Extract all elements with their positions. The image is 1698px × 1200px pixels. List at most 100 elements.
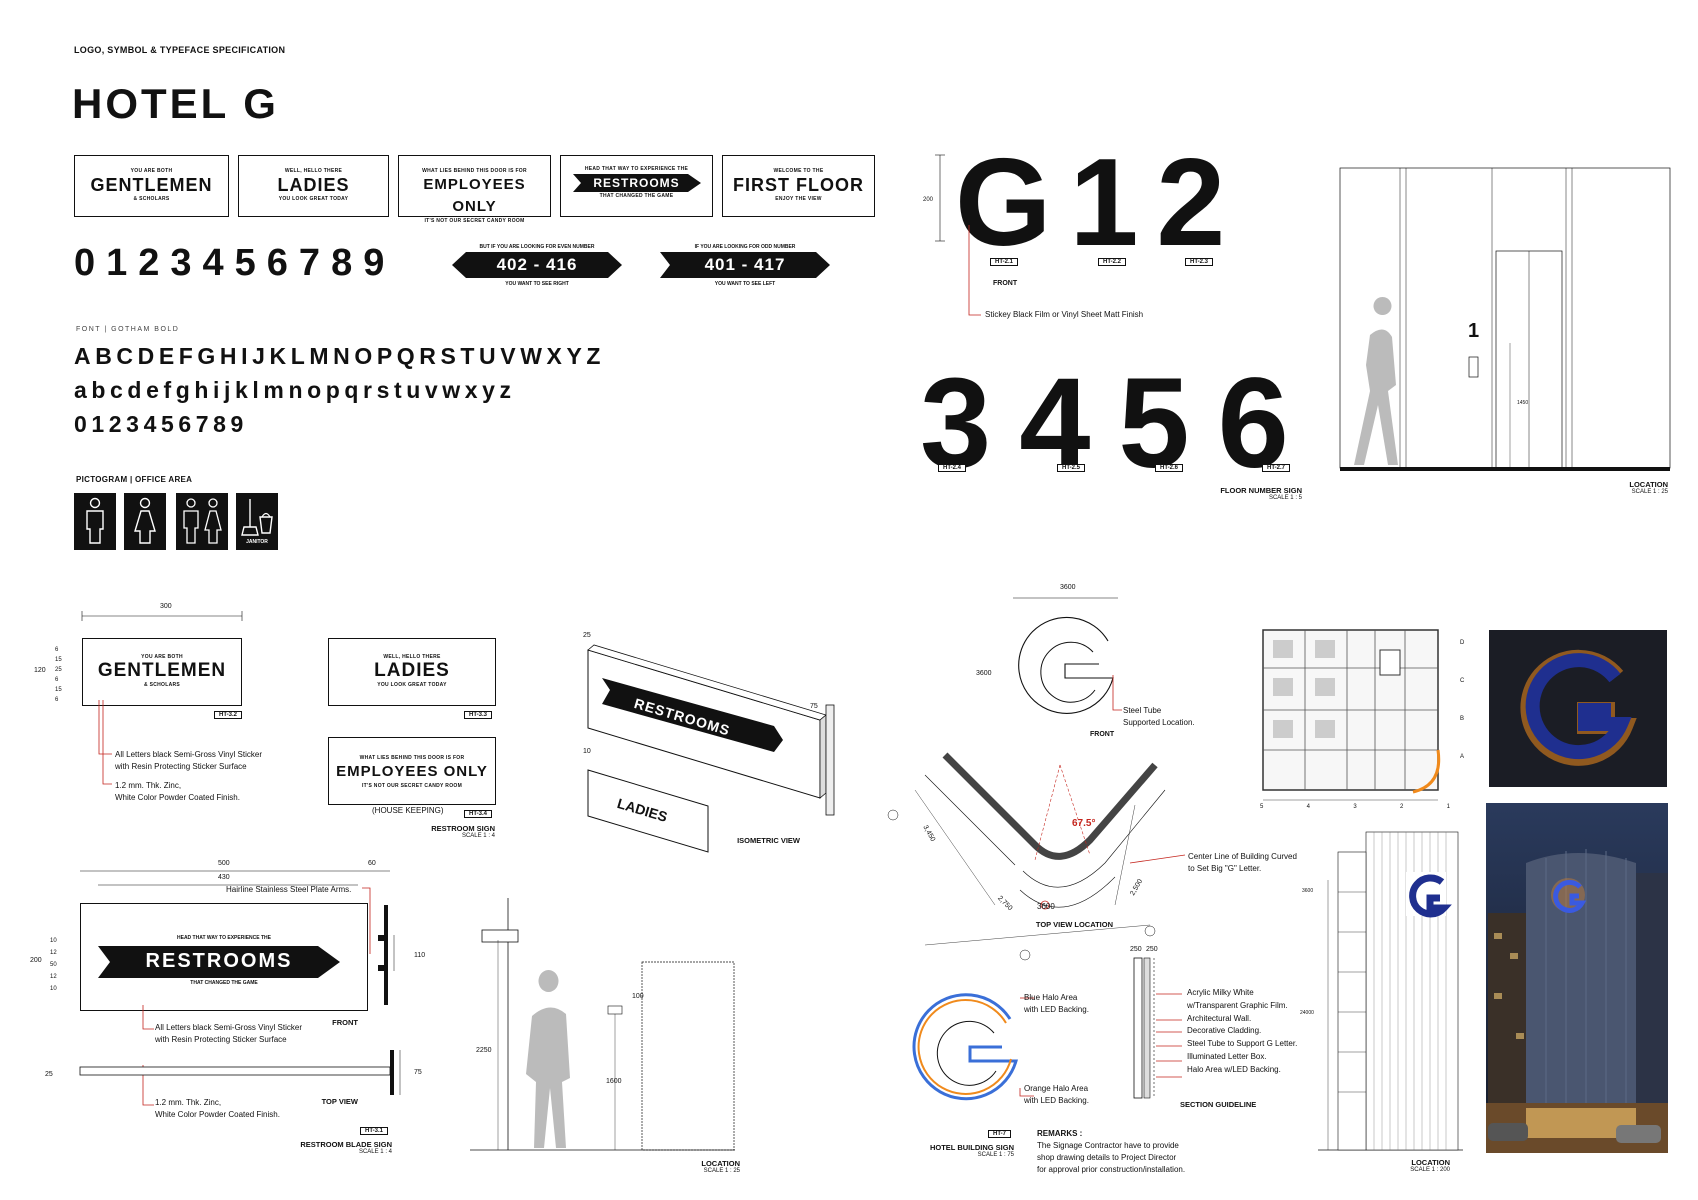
- sign-pre: WELL, HELLO THERE: [284, 168, 343, 174]
- dim-3600-bottom: 3600: [1037, 902, 1055, 911]
- halo-leaders: [1019, 997, 1034, 1097]
- female-icon: [124, 493, 166, 550]
- sheet-title: LOGO, SYMBOL & TYPEFACE SPECIFICATION: [74, 45, 286, 55]
- top-view-label: TOP VIEW: [321, 1097, 358, 1106]
- arrow-pre: IF YOU ARE LOOKING FOR ODD NUMBER: [694, 244, 796, 250]
- sign-pre: WELCOME TO THE: [773, 168, 824, 174]
- note-line: Center Line of Building Curved: [1188, 852, 1297, 861]
- blade-note-2: 1.2 mm. Thk. Zinc, White Color Powder Co…: [155, 1097, 280, 1121]
- night-render: [1486, 803, 1668, 1153]
- dim-value: 6: [55, 677, 59, 683]
- arrow-post: YOU WANT TO SEE RIGHT: [505, 281, 569, 287]
- steel-leader: [1112, 675, 1122, 711]
- arrow-shape: [572, 174, 701, 192]
- dim-value: 10: [50, 938, 57, 944]
- section-dim-2: 250: [1146, 946, 1158, 953]
- caption-title: RESTROOM BLADE SIGN: [300, 1140, 392, 1149]
- dims-left-stack: 6 15 25 6 15 6: [55, 645, 62, 705]
- grid-label: 5: [1260, 804, 1264, 810]
- section-dim-1: 250: [1130, 946, 1142, 953]
- dim-3600-top: 3600: [1060, 584, 1076, 591]
- big-g-front-label: FRONT: [1090, 731, 1115, 738]
- orange-halo-note: Orange Halo Area with LED Backing.: [1024, 1083, 1089, 1107]
- sign-pre: HEAD THAT WAY TO EXPERIENCE THE: [584, 166, 689, 172]
- front-label: FRONT: [993, 280, 1018, 287]
- halo-caption: HOTEL BUILDING SIGN SCALE 1 : 75: [920, 1143, 1014, 1158]
- note-line: Decorative Cladding.: [1187, 1026, 1262, 1036]
- code-ht-3-2: HT-3.2: [214, 711, 243, 719]
- left-right-arrow-shape: [452, 252, 622, 278]
- note-line: Blue Halo Area: [1024, 993, 1078, 1002]
- sign-post: IT'S NOT OUR SECRET CANDY ROOM: [424, 218, 525, 224]
- g-logo-icon: [1520, 649, 1637, 766]
- dim-line-3600: [1013, 597, 1118, 599]
- grid-label: 2: [1399, 804, 1404, 810]
- dim-500: 500: [218, 860, 230, 867]
- arrow-pre: BUT IF YOU ARE LOOKING FOR EVEN NUMBER: [479, 244, 595, 250]
- font-label: FONT | GOTHAM BOLD: [76, 326, 180, 333]
- sign-pre: WHAT LIES BEHIND THIS DOOR IS FOR: [422, 168, 527, 174]
- note-line: w/Transparent Graphic Film.: [1187, 1000, 1288, 1010]
- section-caption: SECTION GUIDELINE: [1180, 1100, 1257, 1109]
- dim-3600-elev: 3600: [1302, 888, 1314, 894]
- drawing-employees: WHAT LIES BEHIND THIS DOOR IS FOR EMPLOY…: [328, 737, 496, 805]
- note-line: Halo Area w/LED Backing.: [1187, 1064, 1281, 1074]
- note-line: All Letters black Semi-Gross Vinyl Stick…: [155, 1023, 303, 1032]
- sign-post: THAT CHANGED THE GAME: [599, 193, 674, 199]
- section-leaders: [1156, 993, 1182, 1078]
- steel-note: Steel Tube Supported Location.: [1123, 705, 1195, 729]
- sign-main: RESTROOMS: [593, 176, 680, 190]
- dim-110: 110: [414, 952, 426, 959]
- drawing-gentlemen: YOU ARE BOTH GENTLEMEN & SCHOLARS: [82, 638, 242, 706]
- arms-note: Hairline Stainless Steel Plate Arms.: [226, 885, 352, 894]
- dim-75: 75: [810, 703, 818, 710]
- plan-grid-right: D C B A: [1460, 624, 1464, 776]
- building-elevation: [1318, 831, 1463, 1151]
- restroom-sign-caption: RESTROOM SIGN SCALE 1 : 4: [380, 824, 495, 839]
- sign-post: & SCHOLARS: [133, 196, 170, 202]
- sign-pre: YOU ARE BOTH: [141, 654, 183, 660]
- dim-value: 12: [50, 950, 57, 956]
- code-ht-2-3: HT-2.3: [1185, 258, 1214, 266]
- blade-pre: HEAD THAT WAY TO EXPERIENCE THE: [177, 935, 271, 941]
- blade-note-1: All Letters black Semi-Gross Vinyl Stick…: [155, 1022, 302, 1046]
- dim-1600: 1600: [606, 1078, 622, 1085]
- dim-value: 6: [55, 647, 59, 653]
- note-line: 1.2 mm. Thk. Zinc,: [155, 1098, 222, 1107]
- caption-title: LOCATION: [701, 1159, 740, 1168]
- blade-caption: RESTROOM BLADE SIGN SCALE 1 : 4: [270, 1140, 392, 1155]
- leader-line: [968, 225, 981, 316]
- center-note: Center Line of Building Curved to Set Bi…: [1188, 851, 1297, 875]
- note-line: Illuminated Letter Box.: [1187, 1051, 1267, 1061]
- blade-leaders: [142, 1005, 154, 1106]
- note-line: with Resin Protecting Sticker Surface: [155, 1035, 287, 1044]
- note-line: Orange Halo Area: [1024, 1084, 1089, 1093]
- dim-value: 25: [55, 667, 62, 673]
- blade-location-elevation: [470, 898, 735, 1151]
- grid-label: B: [1460, 716, 1465, 722]
- center-leader: [1129, 854, 1186, 864]
- restrooms-arrow: RESTROOMS: [572, 174, 701, 192]
- blade-sign-front: [80, 903, 368, 1011]
- blade-location-caption: LOCATION SCALE 1 : 25: [660, 1159, 740, 1174]
- restroom-note-1: All Letters black Semi-Gross Vinyl Stick…: [115, 749, 262, 773]
- sign-post: YOU LOOK GREAT TODAY: [278, 196, 349, 202]
- blade-front-label: FRONT: [332, 1018, 358, 1027]
- dim-value: 50: [50, 962, 57, 968]
- grid-label: 1: [1446, 804, 1450, 810]
- blade-post: THAT CHANGED THE GAME: [190, 980, 258, 986]
- building-render: [1486, 849, 1668, 1153]
- note-line: to Set Big "G" Letter.: [1188, 864, 1262, 873]
- blade-side-bracket: [378, 905, 395, 1005]
- section-drawing: [1133, 957, 1155, 1099]
- floor-numbers-bottom: 3456: [920, 352, 1317, 495]
- dim-value: 15: [55, 657, 62, 663]
- note-line: with LED Backing.: [1024, 1096, 1089, 1105]
- dim-75-top: 75: [414, 1069, 422, 1076]
- grid-label: 3: [1353, 804, 1357, 810]
- janitor-icon: JANITOR: [236, 493, 278, 550]
- dim-25: 25: [583, 632, 591, 639]
- blade-dims-top: [80, 870, 390, 886]
- caption-title: HOTEL BUILDING SIGN: [929, 1143, 1014, 1152]
- angle-label: 67.5°: [1072, 818, 1096, 829]
